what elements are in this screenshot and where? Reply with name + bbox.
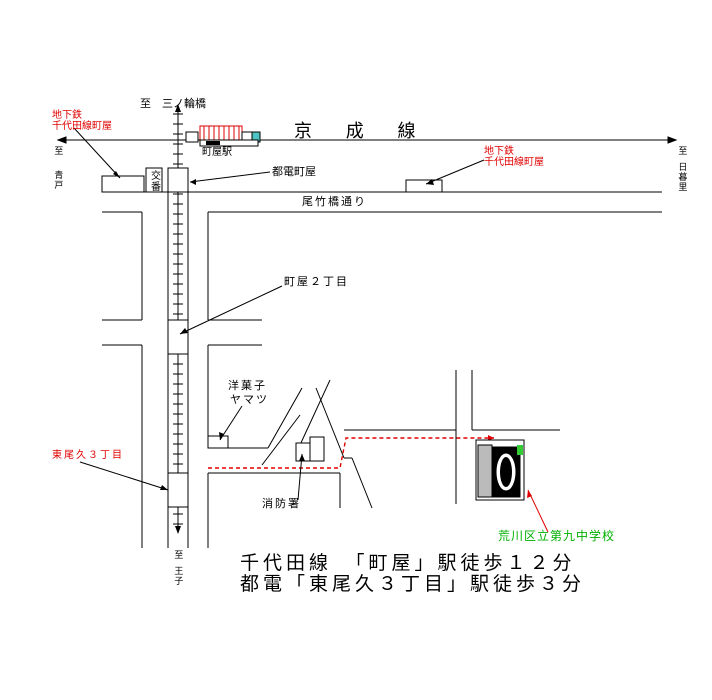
school-building <box>475 439 525 501</box>
east-place-label: 日暮里 <box>676 162 687 192</box>
machiya-2chome-label: 町屋２丁目 <box>284 275 349 288</box>
access-line-1: 千代田線 「町屋」駅徒歩１２分 <box>240 552 576 574</box>
machiya-station-label: 町屋駅 <box>202 147 232 158</box>
machiya-station-icon <box>185 125 261 147</box>
fire-station-label: 消防署 <box>262 497 301 510</box>
school-name-label: 荒川区立第九中学校 <box>498 529 616 543</box>
subway-west-label-2: 千代田線町屋 <box>52 121 112 132</box>
koban-label: 交番 <box>148 170 160 192</box>
north-direction-label: 至 三ノ輪橋 <box>140 97 206 110</box>
toden-machiya-label: 都電町屋 <box>272 165 316 178</box>
confectionery-label-1: 洋菓子 <box>228 379 267 392</box>
west-place-label: 青戸 <box>52 170 63 190</box>
subway-west-label-1: 地下鉄 <box>52 110 82 121</box>
walking-route <box>208 437 494 469</box>
higashi-oku-label: 東尾久３丁目 <box>52 450 124 461</box>
south-place-label: 王子 <box>172 566 183 586</box>
east-direction-label: 至 <box>676 146 687 156</box>
subway-east-label-1: 地下鉄 <box>484 146 514 157</box>
confectionery-label-2: ヤマツ <box>230 393 269 406</box>
access-line-2: 都電「東尾久３丁目」駅徒歩３分 <box>240 573 586 595</box>
south-direction-label: 至 <box>172 550 183 560</box>
subway-east-label-2: 千代田線町屋 <box>484 157 544 168</box>
keisei-line-label: 京 成 線 <box>294 121 430 142</box>
street-name-label: 尾竹橋通り <box>302 195 367 208</box>
west-direction-label: 至 <box>52 146 63 156</box>
